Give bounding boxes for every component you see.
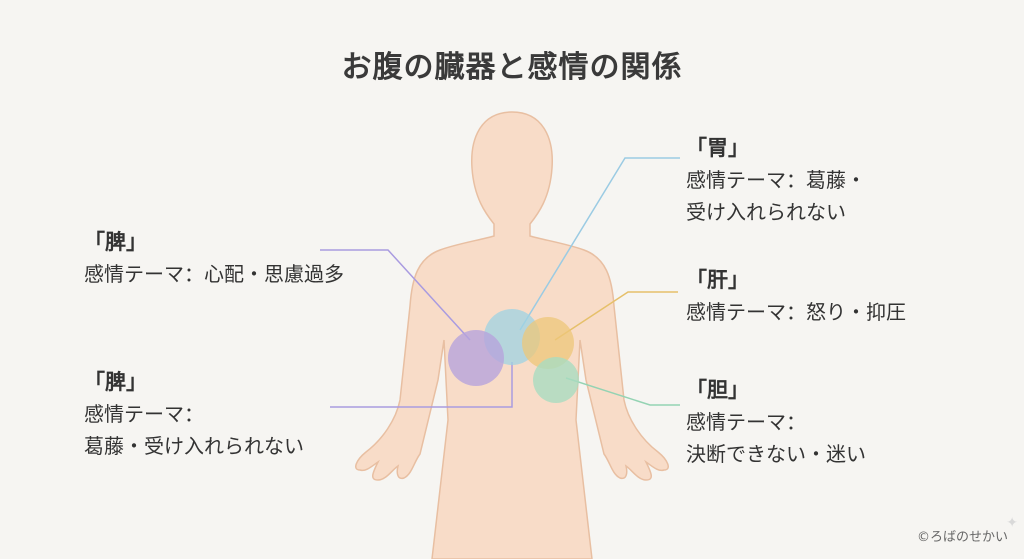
liver-circle [522,317,574,369]
label-spleen-bottom: 「脾」 感情テーマ： 葛藤・受け入れられない [84,366,304,462]
emotion-text: 感情テーマ：心配・思慮過多 [84,262,344,286]
connector-spleen-top [320,249,471,341]
connector-gallbladder [565,377,680,406]
connector-spleen-bottom [330,362,513,408]
emotion-text: 感情テーマ： [84,402,204,426]
emotion-text: 決断できない・迷い [686,442,866,466]
emotion-text: 葛藤・受け入れられない [84,434,304,458]
organ-heading: 「胆」 [686,378,749,402]
page-title: お腹の臓器と感情の関係 [341,50,683,85]
emotion-text: 感情テーマ：怒り・抑圧 [686,300,906,324]
organ-heading: 「肝」 [686,268,749,292]
sparkle-icon: ✦ [1006,515,1018,531]
emotion-text: 感情テーマ： [686,410,806,434]
credit-text: ©ろばのせかい [916,530,1008,545]
organ-heading: 「脾」 [84,370,147,394]
spleen-circle [448,330,504,386]
gallbladder-circle [533,357,579,403]
label-liver: 「肝」 感情テーマ：怒り・抑圧 [686,264,906,328]
connector-liver [554,291,678,341]
organ-heading: 「脾」 [84,230,147,254]
label-gallbladder: 「胆」 感情テーマ： 決断できない・迷い [686,374,866,470]
emotion-text: 感情テーマ：葛藤・ [686,168,866,192]
connector-stomach [519,157,680,331]
organ-heading: 「胃」 [686,136,749,160]
label-stomach: 「胃」 感情テーマ：葛藤・ 受け入れられない [686,132,866,228]
label-spleen-top: 「脾」 感情テーマ：心配・思慮過多 [84,226,344,290]
emotion-text: 受け入れられない [686,200,846,224]
